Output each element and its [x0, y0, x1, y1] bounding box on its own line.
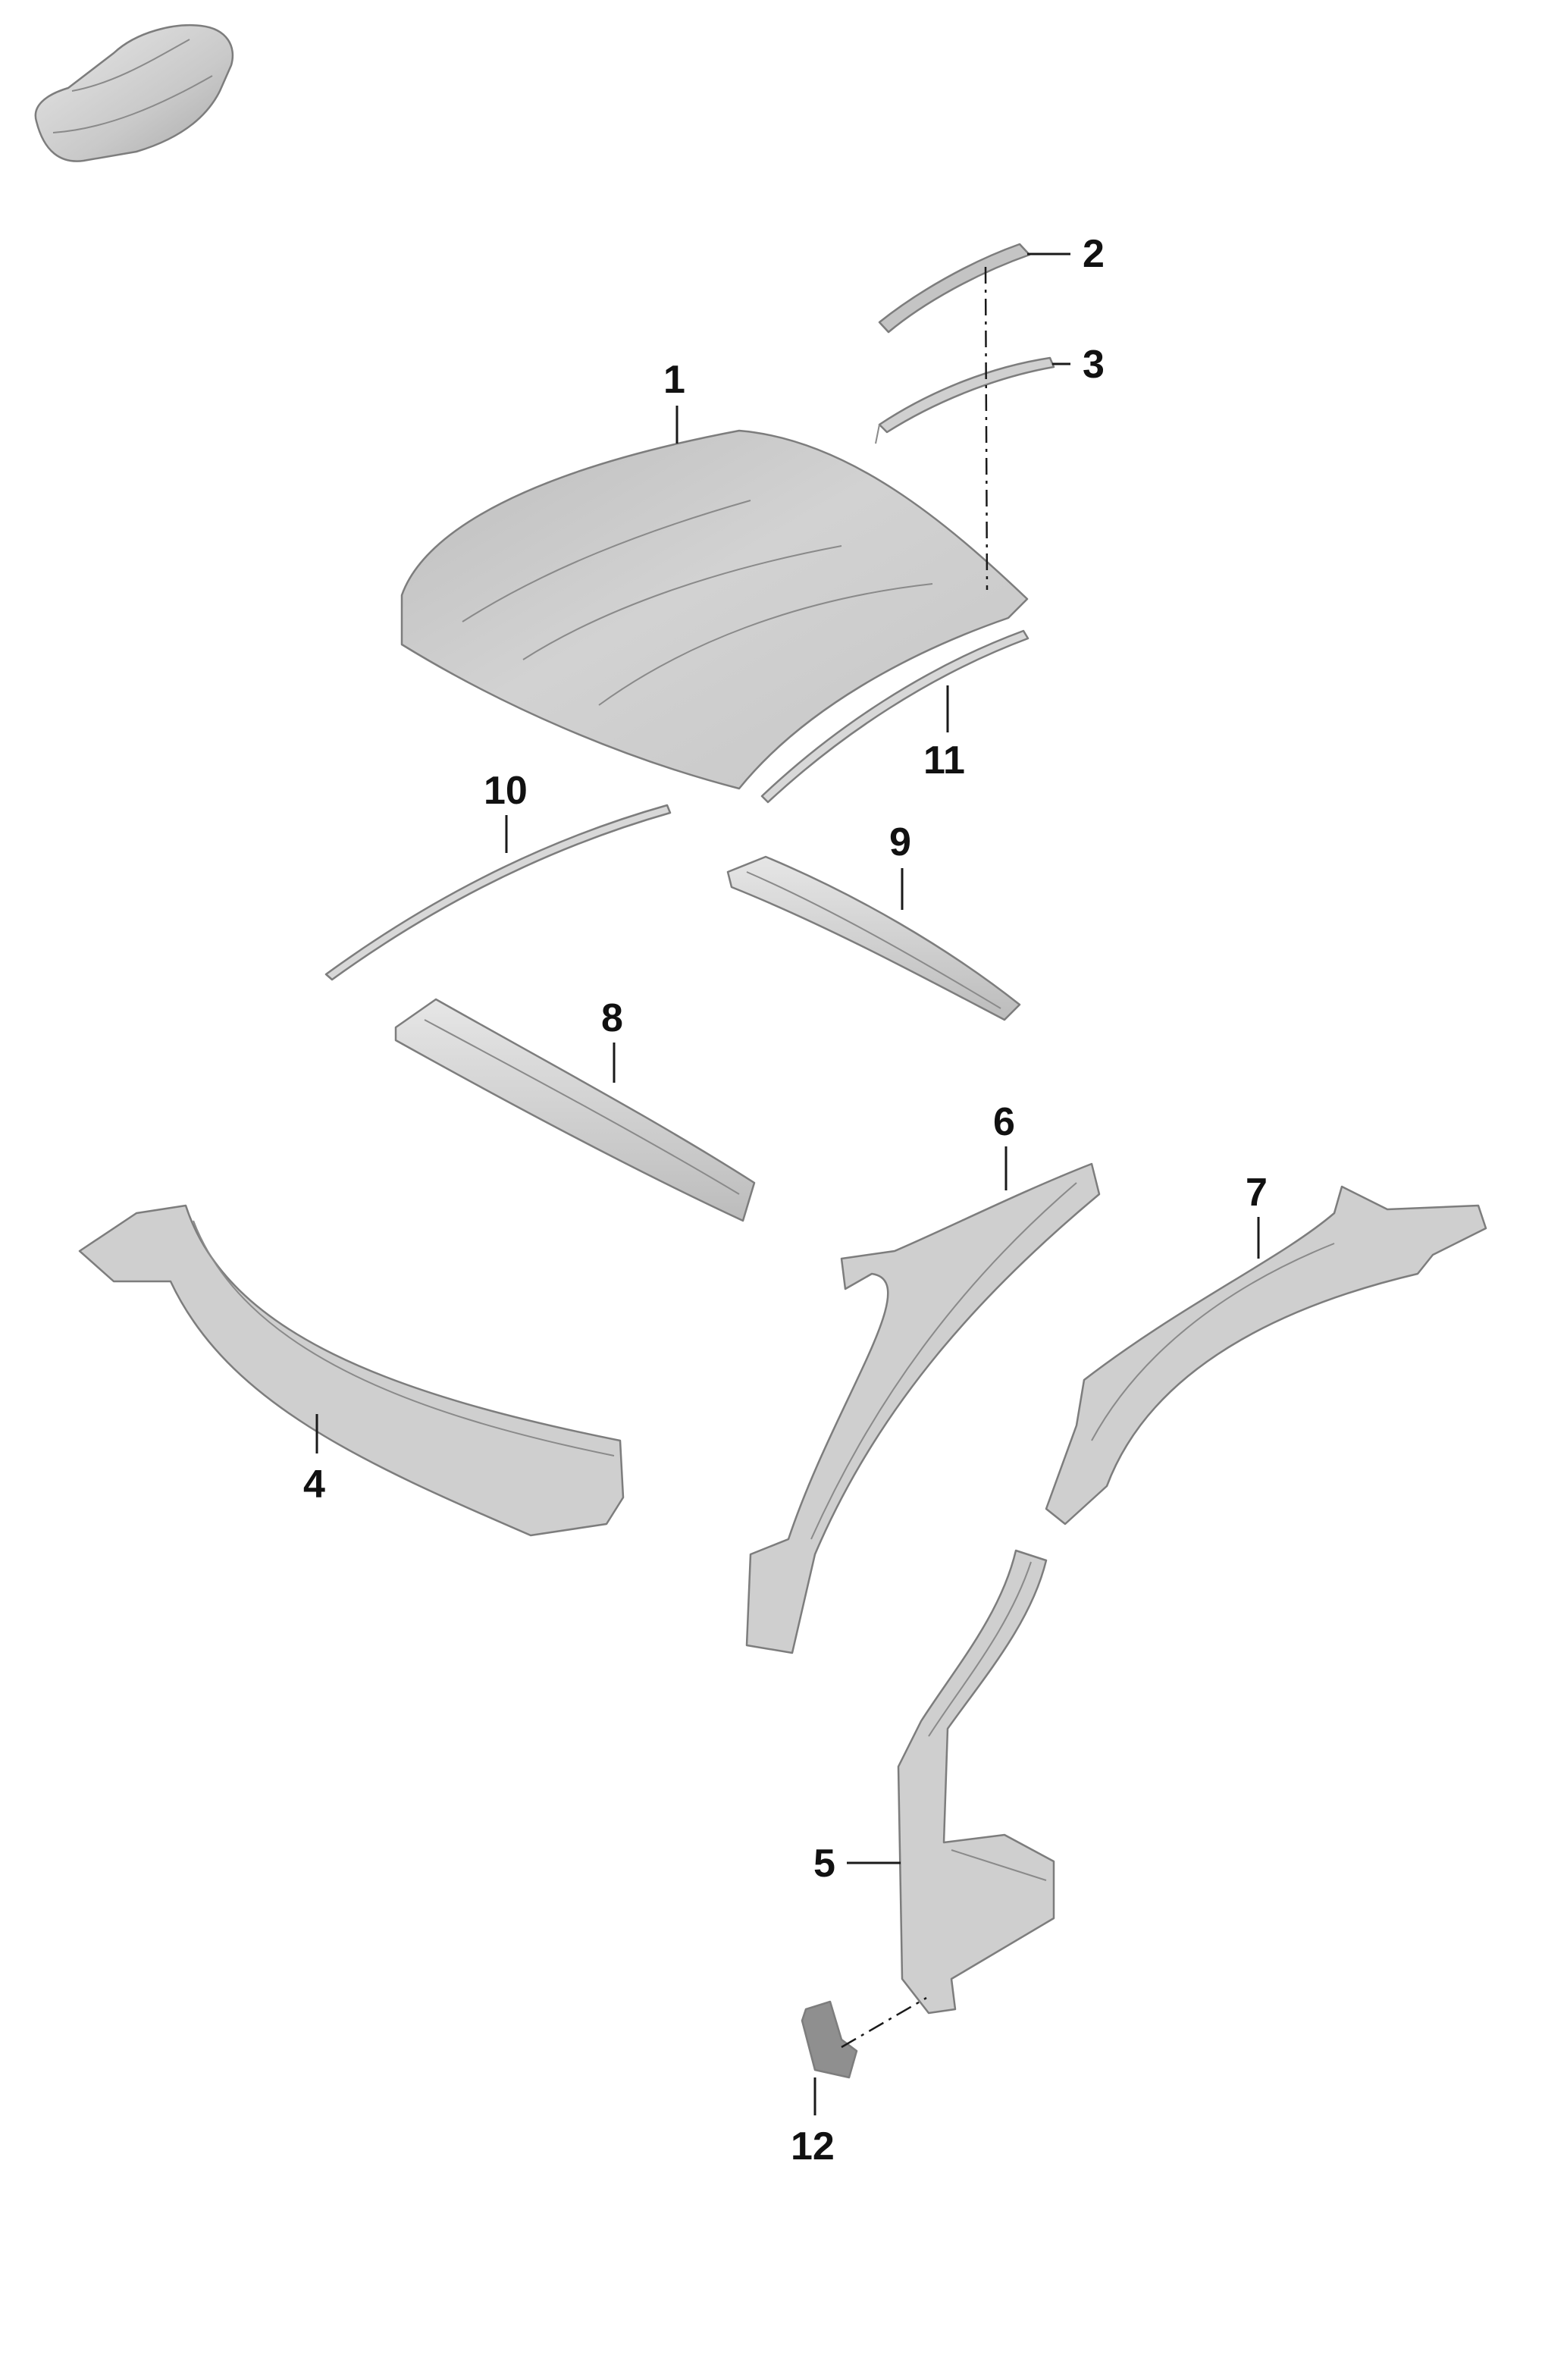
callout-11: 11: [923, 738, 965, 782]
roof-side-strip-right: [760, 629, 1030, 804]
callout-10: 10: [484, 769, 528, 813]
leader-lines: [315, 252, 1260, 2115]
callout-8: 8: [601, 996, 623, 1040]
callout-5: 5: [813, 1842, 835, 1886]
assembly-lines: [841, 266, 989, 2049]
car-silhouette-icon: [34, 24, 234, 162]
callout-7: 7: [1246, 1171, 1268, 1215]
cover-plate: [801, 2000, 858, 2079]
trim-strip-upper: [878, 243, 1031, 334]
callout-4: 4: [303, 1463, 325, 1507]
rear-roof-bow: [726, 855, 1021, 1021]
callout-3: 3: [1083, 343, 1105, 387]
a-pillar-left: [745, 1162, 1101, 1654]
windshield-frame: [78, 1204, 625, 1537]
front-roof-bow: [394, 998, 756, 1222]
callout-6: 6: [993, 1100, 1015, 1144]
callout-12: 12: [791, 2124, 835, 2168]
callout-2: 2: [1083, 232, 1105, 276]
callout-labels: 1 2 3 11 10 9 8 6 7 4 5 12: [303, 232, 1268, 2168]
roof-panel: [400, 429, 1029, 790]
roof-side-strip-left: [324, 804, 672, 981]
a-pillar-right: [1045, 1185, 1487, 1526]
callout-9: 9: [889, 820, 911, 864]
b-pillar: [897, 1549, 1055, 2015]
callout-1: 1: [663, 358, 685, 402]
seal-molding: [875, 356, 1055, 444]
